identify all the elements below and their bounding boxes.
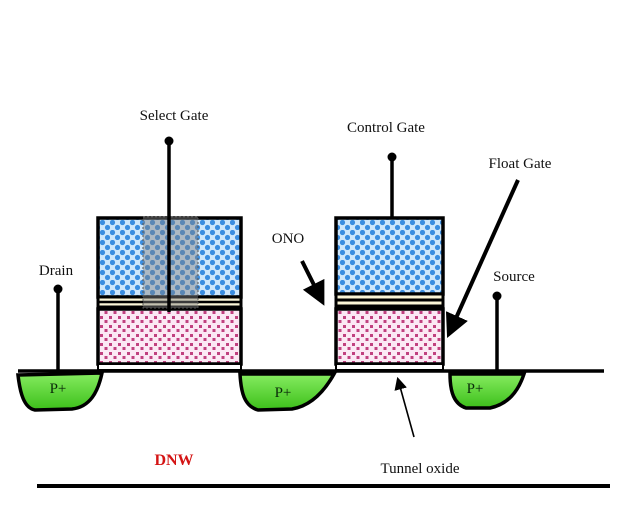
tunnel-oxide-layer <box>335 363 444 371</box>
float-gate-poly <box>334 307 445 366</box>
drain-well-label: P+ <box>50 381 67 397</box>
control-gate-terminal-dot <box>387 152 397 162</box>
select-gate-label: Select Gate <box>140 108 209 124</box>
source-well: P+ <box>448 372 527 410</box>
control-gate-label: Control Gate <box>347 120 425 136</box>
drain-well: P+ <box>16 371 105 412</box>
control-gate-stack <box>334 216 445 371</box>
select-gate-terminal-dot <box>164 136 174 146</box>
source-terminal-dot <box>492 291 502 301</box>
middle-well-label: P+ <box>275 385 292 401</box>
drain-label: Drain <box>39 263 74 279</box>
drain-terminal-dot <box>53 284 63 294</box>
select-gate-lower-poly <box>96 307 243 366</box>
middle-well: P+ <box>238 372 337 412</box>
dnw-label: DNW <box>154 452 193 469</box>
float-gate-label: Float Gate <box>489 156 552 172</box>
tunnel-oxide-label: Tunnel oxide <box>380 461 459 477</box>
ono-arrow <box>300 260 325 306</box>
source-well-label: P+ <box>467 381 484 397</box>
float-gate-arrow <box>445 179 520 338</box>
ono-label: ONO <box>272 231 305 247</box>
tunnel-oxide-arrow <box>394 376 415 438</box>
control-gate-poly <box>334 216 445 296</box>
source-label: Source <box>493 269 535 285</box>
select-gate-oxide <box>97 363 242 371</box>
